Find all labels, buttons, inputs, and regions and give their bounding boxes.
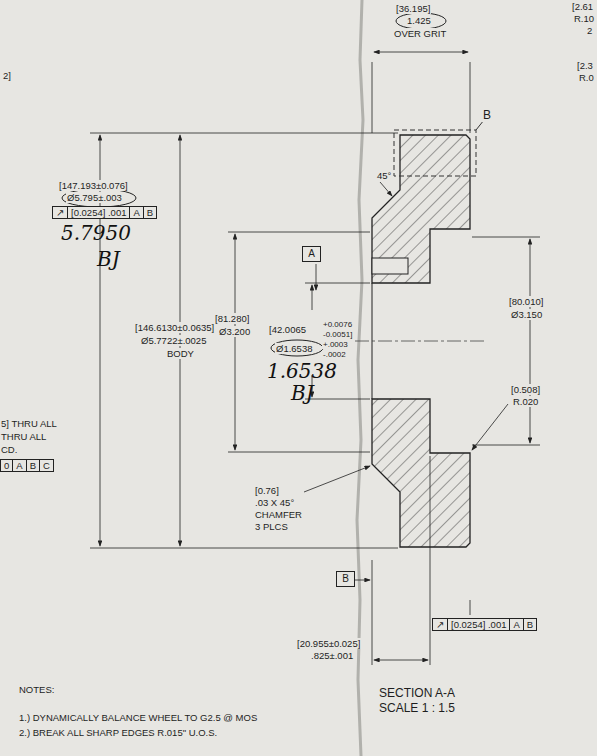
dimension: [80.010] xyxy=(508,296,544,307)
hole-note: 5] THRU ALL xyxy=(0,418,58,429)
dimension: [0.76] xyxy=(254,485,280,496)
handwritten-initials: BJ xyxy=(96,248,121,270)
note: 2.) BREAK ALL SHARP EDGES R.015" U.O.S. xyxy=(18,727,218,738)
tolerance: -.0002 xyxy=(322,350,347,359)
dimension: 1.425 xyxy=(406,15,432,26)
radius: R.0 xyxy=(578,72,595,83)
center-line xyxy=(355,341,485,342)
dimension: [147.193±0.076] xyxy=(58,180,129,191)
dimension: 2 xyxy=(586,25,593,36)
dimension: Ø5.7722±.0025 xyxy=(140,335,207,346)
fcf-datum: B xyxy=(523,618,537,631)
dimension-note: BODY xyxy=(166,348,195,359)
tolerance: +.0003 xyxy=(322,340,349,349)
dimension: Ø3.150 xyxy=(510,309,543,320)
dimension: Ø5.795±.003 xyxy=(66,192,123,203)
datum-letter: A xyxy=(303,247,320,261)
handwritten-initials: BJ xyxy=(290,382,315,404)
datum-letter: B xyxy=(337,572,354,586)
fcf-datum: B xyxy=(143,206,157,219)
fcf-datum: A xyxy=(129,206,143,219)
dimension: [36.195] xyxy=(395,3,431,14)
fcf-symbol: ↗ xyxy=(52,206,68,219)
handwritten-value: 1.6538 xyxy=(266,360,338,382)
radius: R.10 xyxy=(573,13,595,24)
dimension-note: OVER GRIT xyxy=(393,28,447,39)
dimension: Ø3.200 xyxy=(218,326,251,337)
hole-note: THRU ALL xyxy=(0,431,47,442)
dimension: [146.6130±0.0635] xyxy=(134,322,215,333)
dimension: Ø1.6538 xyxy=(275,343,313,354)
dimension: [2.61 xyxy=(571,1,594,12)
chamfer-note: 3 PLCS xyxy=(254,521,289,532)
fcf-datum: A xyxy=(12,459,26,472)
chamfer-note: .03 X 45° xyxy=(254,497,295,508)
tolerance: -0.0051] xyxy=(322,330,353,339)
view-title: SECTION A-A xyxy=(378,686,456,700)
view-scale: SCALE 1 : 1.5 xyxy=(378,701,456,715)
datum-box: A xyxy=(302,246,321,262)
notes-heading: NOTES: xyxy=(18,684,55,695)
detail-callout: B xyxy=(482,108,492,122)
dimension-lines xyxy=(90,52,540,665)
tolerance: +0.0076 xyxy=(322,320,353,329)
dimension: 2] xyxy=(2,70,12,81)
datum-box: B xyxy=(336,571,355,587)
dimension: [20.955±0.025] xyxy=(296,638,361,649)
angle: 45° xyxy=(376,170,392,181)
dimension: [0.508] xyxy=(510,384,541,395)
dimension: [81.280] xyxy=(214,313,250,324)
fcf-datum: B xyxy=(26,459,40,472)
fcf-datum: C xyxy=(39,459,54,472)
fcf-tolerance: [0.0254] .001 xyxy=(67,206,130,219)
dimension: .825±.001 xyxy=(310,650,354,661)
handwritten-value: 5.7950 xyxy=(60,222,132,244)
fcf-symbol: ↗ xyxy=(432,618,448,631)
fcf-tolerance: [0.0254] .001 xyxy=(447,618,510,631)
datum-hole xyxy=(372,258,408,399)
detail-box xyxy=(394,130,476,176)
fcf-datum: A xyxy=(509,618,523,631)
dimension: [2.3 xyxy=(576,60,594,71)
fcf-tolerance: 0 xyxy=(0,459,13,472)
radius: R.020 xyxy=(512,396,539,407)
dimension: [42.0065 xyxy=(268,324,307,335)
chamfer-note: CHAMFER xyxy=(254,509,303,520)
note: 1.) DYNAMICALLY BALANCE WHEEL TO G2.5 @ … xyxy=(18,712,258,723)
hole-note: CD. xyxy=(0,444,18,455)
